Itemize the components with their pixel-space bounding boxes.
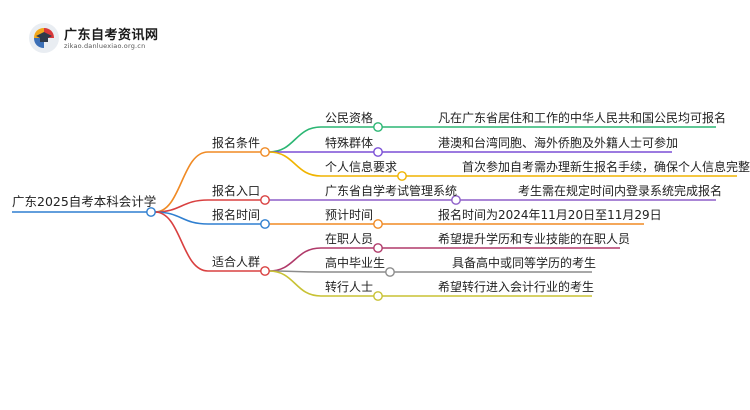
child-label-1-0[interactable]: 广东省自学考试管理系统 [325,184,458,198]
child-label-3-2[interactable]: 转行人士 [325,280,374,294]
brand-name[interactable]: 广东自考资讯网 [64,28,159,43]
child-node-circle-1-0 [451,195,461,205]
child-node-circle-3-2 [373,291,383,301]
child-label-0-0[interactable]: 公民资格 [325,111,374,125]
child-label-0-1[interactable]: 特殊群体 [325,136,374,150]
detail-label-3-1[interactable]: 具备高中或同等学历的考生 [452,256,597,270]
child-label-3-1[interactable]: 高中毕业生 [325,256,386,270]
detail-label-0-1[interactable]: 港澳和台湾同胞、海外侨胞及外籍人士可参加 [438,136,679,150]
branch-link-0 [154,151,209,213]
branch-node-circle-1 [260,195,270,205]
branch-label-0[interactable]: 报名条件 [212,136,261,150]
child-label-2-0[interactable]: 预计时间 [325,208,374,222]
detail-label-2-0[interactable]: 报名时间为2024年11月20日至11月29日 [438,208,662,222]
child-link-3-2 [268,270,322,297]
child-node-circle-3-0 [373,243,383,253]
detail-label-3-0[interactable]: 希望提升学历和专业技能的在职人员 [438,232,631,246]
branch-label-2[interactable]: 报名时间 [212,208,261,222]
child-label-0-2[interactable]: 个人信息要求 [325,160,398,174]
child-link-0-0 [268,126,322,153]
detail-label-0-0[interactable]: 凡在广东省居住和工作的中华人民共和国公民均可报名 [438,111,727,125]
child-node-circle-0-2 [397,171,407,181]
branch-label-1[interactable]: 报名入口 [212,184,261,198]
branch-link-2 [154,211,209,225]
child-label-3-0[interactable]: 在职人员 [325,232,374,246]
branch-node-circle-0 [260,147,270,157]
child-node-circle-0-1 [373,147,383,157]
mind-map-links [12,126,737,297]
child-node-circle-0-0 [373,122,383,132]
branch-node-circle-2 [260,219,270,229]
branch-link-3 [154,211,209,272]
branch-node-circle-3 [260,266,270,276]
root-node-label[interactable]: 广东2025自考本科会计学 [12,194,157,209]
child-link-3-0 [268,247,322,272]
detail-label-3-2[interactable]: 希望转行进入会计行业的考生 [438,280,595,294]
graduation-cap-logo-icon [29,23,59,53]
child-node-circle-3-1 [385,267,395,277]
root-node-circle [146,207,156,217]
brand-url[interactable]: zikao.danluexiao.org.cn [64,42,146,50]
mind-map-nodes [146,122,461,301]
child-node-circle-2-0 [373,219,383,229]
detail-label-1-0[interactable]: 考生需在规定时间内登录系统完成报名 [518,184,723,198]
detail-label-0-2[interactable]: 首次参加自考需办理新生报名手续，确保个人信息完整 [462,160,750,174]
child-link-0-2 [268,151,322,177]
branch-label-3[interactable]: 适合人群 [212,255,261,269]
